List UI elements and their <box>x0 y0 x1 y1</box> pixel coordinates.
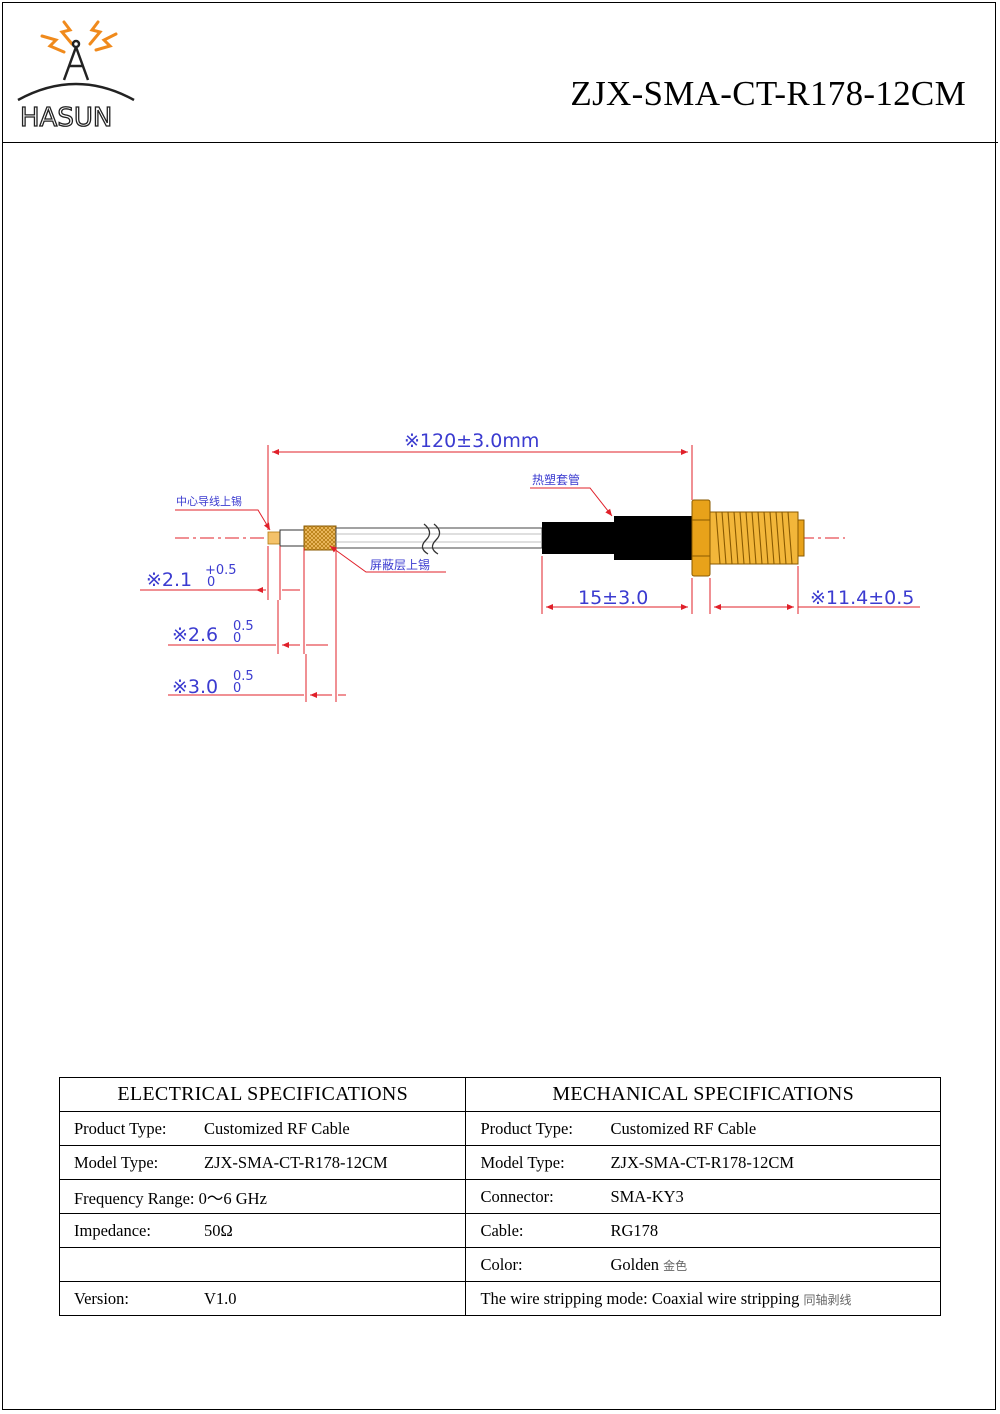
heat-shrink-tube <box>542 522 614 554</box>
strip-1-tol-lower: 0 <box>207 575 215 590</box>
logo-arc <box>17 82 135 102</box>
center-conductor-leader <box>175 509 271 531</box>
center-conductor-label: 中心导线上锡 <box>176 494 242 508</box>
table-row: Color: Golden 金色 <box>58 1247 941 1282</box>
signal-rays-icon <box>40 20 118 54</box>
heat-shrink-leader <box>530 487 613 517</box>
dielectric <box>279 529 305 547</box>
mechanical-value: Customized RF Cable <box>610 1118 757 1138</box>
total-length-label: ※120±3.0mm <box>404 430 539 452</box>
center-conductor <box>267 531 281 545</box>
mechanical-label: Color: <box>480 1254 523 1274</box>
heat-shrink-length-label: 15±3.0 <box>578 587 648 609</box>
electrical-label: Product Type: <box>74 1118 167 1138</box>
table-row: Frequency Range: 0～6 GHz Connector: SMA-K… <box>58 1179 941 1214</box>
electrical-label: Impedance: <box>74 1220 151 1240</box>
electrical-value: 50Ω <box>204 1220 233 1240</box>
hasun-logo: HASUN <box>17 20 135 134</box>
electrical-value: 0～6 GHz <box>198 1188 267 1208</box>
sma-connector <box>691 499 805 577</box>
antenna-tower-icon <box>62 39 90 81</box>
specifications-table: ELECTRICAL SPECIFICATIONS MECHANICAL SPE… <box>58 1077 941 1316</box>
electrical-heading: ELECTRICAL SPECIFICATIONS <box>58 1077 467 1112</box>
strip-1-value: ※2.1 <box>146 569 192 591</box>
connector-dimension <box>709 566 920 614</box>
connector-length-label: ※11.4±0.5 <box>810 587 914 609</box>
connector-thread <box>715 511 793 565</box>
table-row: Version: V1.0 The wire stripping mode: Co… <box>58 1281 941 1316</box>
electrical-value: Customized RF Cable <box>204 1118 350 1138</box>
mechanical-label: Model Type: <box>480 1152 565 1172</box>
mechanical-label: Product Type: <box>480 1118 573 1138</box>
cable-drawing: ※120±3.0mm 热塑套管 中心导线上锡 屏蔽层上锡 15±3.0 ※11.… <box>140 430 920 702</box>
mechanical-value: SMA-KY3 <box>610 1186 684 1206</box>
heat-shrink-label: 热塑套管 <box>532 472 580 487</box>
mechanical-value: RG178 <box>610 1220 659 1240</box>
table-row: Product Type: Customized RF Cable Product… <box>58 1111 941 1146</box>
strip-2-tol-lower: 0 <box>233 631 241 646</box>
electrical-label: Version: <box>74 1288 129 1308</box>
mechanical-value: Golden <box>610 1254 660 1274</box>
strip-1-tol-upper: +0.5 <box>205 563 237 578</box>
electrical-label: Model Type: <box>74 1152 159 1172</box>
mechanical-value: ZJX-SMA-CT-R178-12CM <box>610 1152 795 1172</box>
mechanical-label: Cable: <box>480 1220 524 1240</box>
page-title: ZJX-SMA-CT-R178-12CM <box>570 74 966 113</box>
electrical-label: Frequency Range: <box>74 1188 195 1208</box>
electrical-value: ZJX-SMA-CT-R178-12CM <box>204 1152 388 1172</box>
table-row: Model Type: ZJX-SMA-CT-R178-12CM Model Ty… <box>58 1145 941 1180</box>
heat-shrink-tube-wide <box>614 516 692 560</box>
electrical-value: V1.0 <box>204 1288 237 1308</box>
shield-leader <box>329 545 446 573</box>
total-length-dimension <box>267 445 693 530</box>
break-symbol-icon <box>421 523 441 555</box>
heat-shrink-dimension <box>541 556 693 614</box>
brand-name: HASUN <box>20 103 112 133</box>
mechanical-label: Connector: <box>480 1186 554 1206</box>
strip-2-tol-upper: 0.5 <box>233 619 254 634</box>
mechanical-value: Coaxial wire stripping <box>651 1288 800 1308</box>
strip-dimensions <box>140 546 346 702</box>
header-divider <box>2 142 998 143</box>
mechanical-note: 金色 <box>663 1258 688 1273</box>
strip-2-value: ※2.6 <box>172 624 218 646</box>
shield-label: 屏蔽层上锡 <box>370 557 430 572</box>
strip-3-tol-lower: 0 <box>233 681 241 696</box>
strip-3-value: ※3.0 <box>172 676 218 698</box>
mechanical-label: The wire stripping mode: <box>480 1288 648 1308</box>
table-row: Impedance: 50Ω Cable: RG178 <box>58 1213 941 1248</box>
mechanical-heading: MECHANICAL SPECIFICATIONS <box>465 1077 941 1112</box>
strip-3-tol-upper: 0.5 <box>233 669 254 684</box>
mechanical-note: 同轴剥线 <box>803 1292 852 1307</box>
